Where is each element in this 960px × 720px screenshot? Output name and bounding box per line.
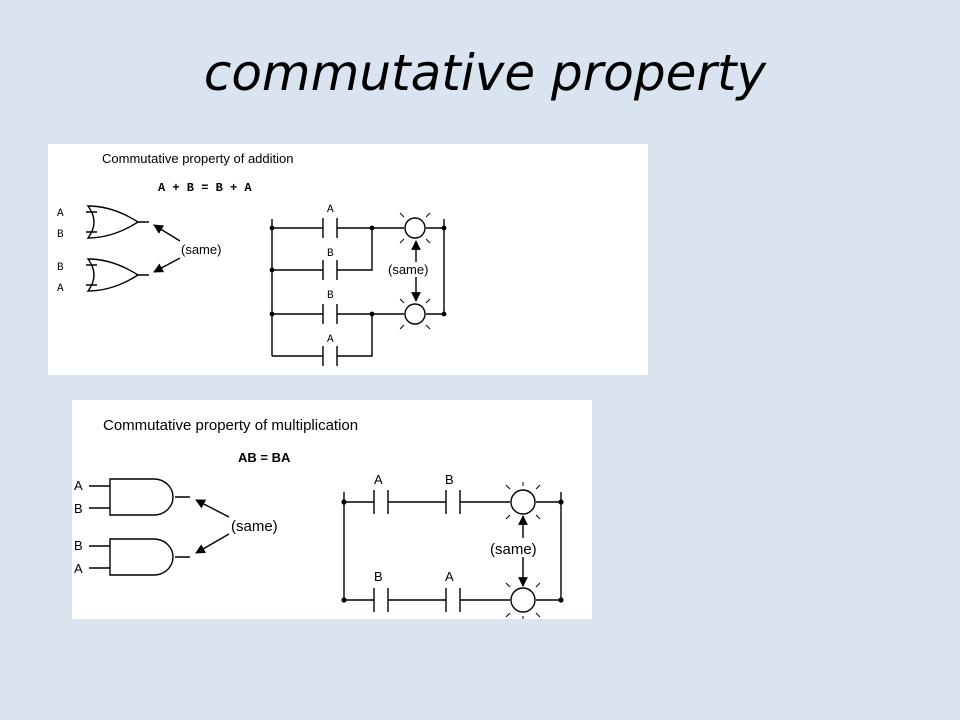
or-gate-1-input-bottom: B (57, 229, 64, 241)
or-gate-2-input-top: B (57, 262, 64, 274)
add-ladder-contact-1: A (327, 204, 334, 216)
add-ladder-contact-2: B (327, 248, 334, 260)
gate-same-arrow-down (153, 257, 181, 273)
multiplication-equation: AB = BA (238, 450, 291, 465)
addition-diagram: Commutative property of addition A + B =… (48, 144, 648, 375)
and-gate-2-input-bottom: A (74, 561, 83, 576)
mul-gate-same-arrow-down (195, 533, 230, 554)
mul-ladder-contact-3: B (374, 569, 383, 584)
multiplication-heading: Commutative property of multiplication (103, 417, 358, 434)
mul-ladder-contact-4: A (445, 569, 454, 584)
addition-ladder-same-label: (same) (388, 262, 428, 277)
or-gate-1-input-top: A (57, 208, 64, 220)
multiplication-ladder: A B B A (same) (341, 472, 564, 619)
multiplication-gate-same-label: (same) (231, 518, 278, 535)
or-gate-2-input-bottom: A (57, 283, 64, 295)
addition-heading: Commutative property of addition (102, 151, 293, 166)
multiplication-ladder-same-label: (same) (490, 541, 537, 558)
gate-same-arrow-up (153, 224, 181, 242)
addition-gate-same-label: (same) (181, 242, 221, 257)
and-gate-2: B A (74, 538, 190, 576)
and-gate-2-input-top: B (74, 538, 83, 553)
or-gate-2: B A (57, 258, 149, 295)
addition-ladder: A B B A (same) (269, 204, 447, 366)
and-gate-1-input-top: A (74, 478, 83, 493)
add-ladder-contact-3: B (327, 290, 334, 302)
slide-title: commutative property (203, 44, 767, 102)
and-gate-1-input-bottom: B (74, 501, 83, 516)
addition-equation: A + B = B + A (158, 181, 252, 195)
mul-ladder-contact-1: A (374, 472, 383, 487)
multiplication-diagram-svg: Commutative property of multiplication A… (74, 417, 564, 619)
mul-ladder-contact-2: B (445, 472, 454, 487)
mul-gate-same-arrow-up (195, 499, 230, 518)
add-ladder-contact-4: A (327, 334, 334, 346)
multiplication-diagram: Commutative property of multiplication A… (72, 400, 592, 619)
or-gate-1: A B (57, 205, 149, 241)
addition-diagram-svg: Commutative property of addition A + B =… (57, 151, 447, 366)
and-gate-1: A B (74, 478, 190, 516)
